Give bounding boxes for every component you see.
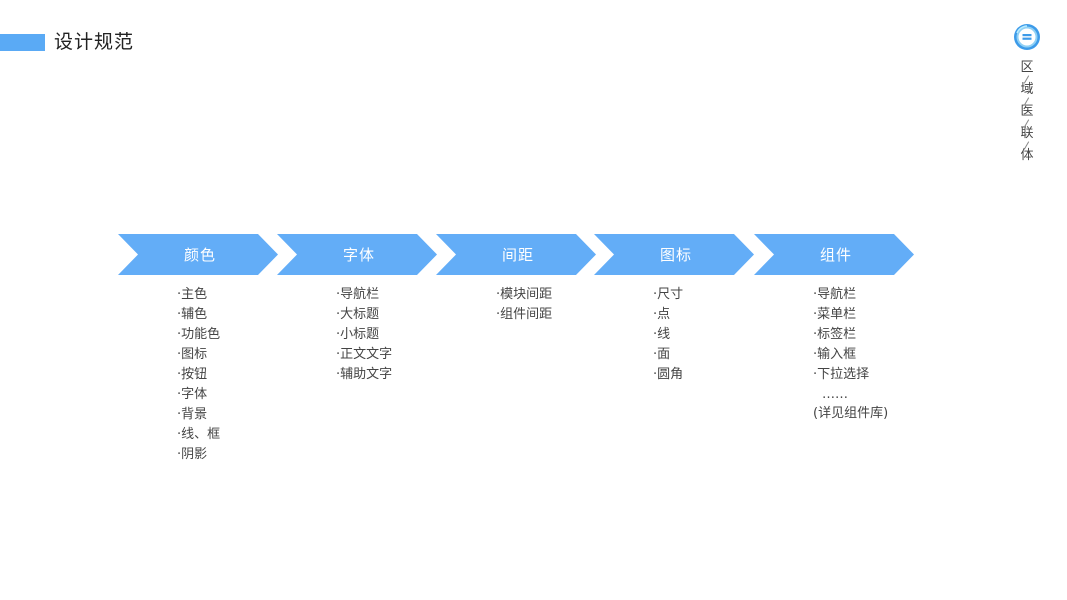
- list-item: ·大标题: [336, 307, 380, 322]
- list-item: ·尺寸: [653, 287, 684, 302]
- step-items-color: ·主色 ·辅色 ·功能色 ·图标 ·按钮 ·字体 ·背景 ·线、框 ·阴影: [177, 285, 220, 465]
- title-accent-bar: [0, 34, 45, 51]
- list-item: ·标签栏: [813, 327, 857, 342]
- step-label: 组件: [819, 246, 852, 264]
- brand-char: 域: [1020, 82, 1034, 97]
- brand-separator: [1022, 142, 1032, 148]
- list-item: ·辅助文字: [336, 367, 393, 382]
- list-item: ·字体: [177, 387, 208, 402]
- list-item: ·图标: [177, 347, 208, 362]
- list-item: ·线: [653, 327, 671, 342]
- list-item: ·导航栏: [813, 287, 857, 302]
- page-title: 设计规范: [54, 31, 135, 53]
- list-item: ·背景: [177, 407, 208, 422]
- brand-separator: [1022, 98, 1032, 104]
- step-label: 间距: [501, 246, 534, 264]
- list-item: ·模块间距: [496, 287, 553, 302]
- brand-char: 联: [1020, 126, 1034, 141]
- brand-separator: [1022, 120, 1032, 126]
- list-item: ·按钮: [177, 367, 208, 382]
- list-item: ·组件间距: [496, 307, 553, 322]
- list-item: ·下拉选择: [813, 367, 870, 382]
- brand-char: 体: [1020, 148, 1034, 163]
- step-label: 图标: [659, 246, 692, 264]
- list-item: ·功能色: [177, 327, 221, 342]
- list-item: ·主色: [177, 287, 208, 302]
- step-chevron-spacing: 间距: [436, 234, 596, 275]
- list-item: ·辅色: [177, 307, 208, 322]
- list-item: ·正文文字: [336, 347, 393, 362]
- list-item: ·小标题: [336, 327, 380, 342]
- step-items-component: ·导航栏 ·菜单栏 ·标签栏 ·输入框 ·下拉选择: [813, 285, 869, 385]
- list-item: ·线、框: [177, 427, 221, 442]
- list-item: ·输入框: [813, 347, 857, 362]
- step-label: 颜色: [183, 246, 216, 264]
- list-item: ·点: [653, 307, 671, 322]
- step-label: 字体: [342, 246, 375, 264]
- vertical-brand-text: 区 域 医 联 体: [1016, 60, 1038, 164]
- component-library-note: (详见组件库): [813, 406, 889, 421]
- brand-char: 区: [1020, 60, 1034, 75]
- list-item: ·菜单栏: [813, 307, 857, 322]
- list-item: ·圆角: [653, 367, 684, 382]
- step-chevron-icon: 图标: [594, 234, 754, 275]
- list-item: ·阴影: [177, 447, 208, 462]
- brand-char: 医: [1020, 104, 1034, 119]
- step-items-font: ·导航栏 ·大标题 ·小标题 ·正文文字 ·辅助文字: [336, 285, 392, 385]
- list-item: ·导航栏: [336, 287, 380, 302]
- step-chevron-font: 字体: [277, 234, 437, 275]
- brand-separator: [1022, 76, 1032, 82]
- step-chevron-component: 组件: [754, 234, 914, 275]
- step-items-spacing: ·模块间距 ·组件间距: [496, 285, 552, 325]
- component-ellipsis: ……: [822, 387, 848, 402]
- list-item: ·面: [653, 347, 671, 362]
- hospital-network-logo-icon: [1014, 24, 1040, 50]
- step-chevron-color: 颜色: [118, 234, 278, 275]
- step-items-icon: ·尺寸 ·点 ·线 ·面 ·圆角: [653, 285, 683, 385]
